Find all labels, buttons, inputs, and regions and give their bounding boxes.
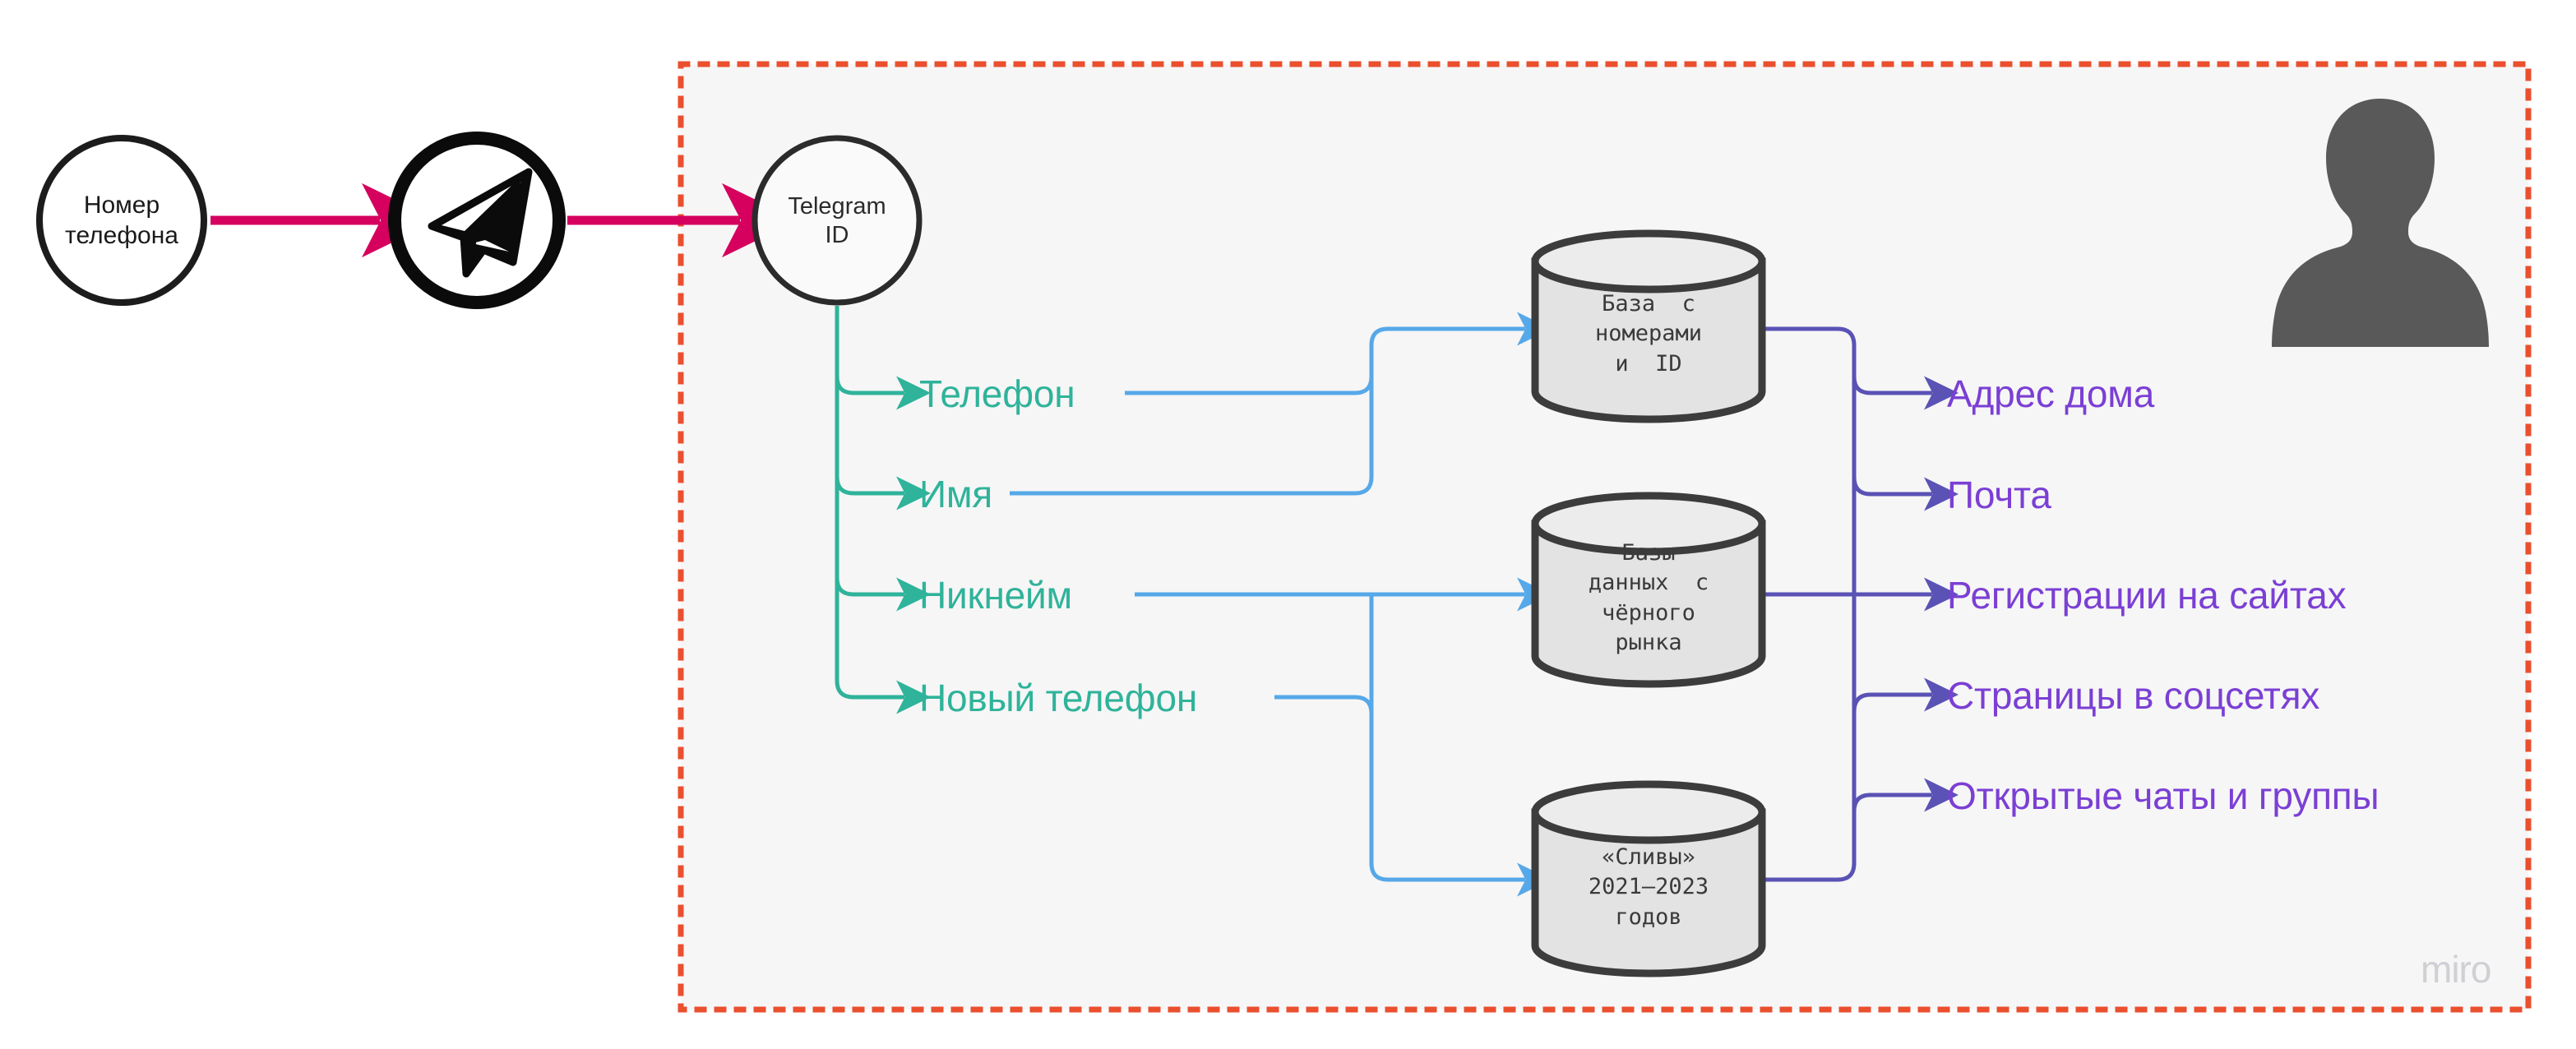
- output-label-mail[interactable]: Почта: [1947, 474, 2051, 516]
- green-branch-2: [835, 476, 931, 511]
- telegram-id-node[interactable]: [752, 135, 923, 306]
- telegram-paper-plane-icon: [428, 168, 533, 278]
- phone-number-node[interactable]: [36, 135, 207, 306]
- output-label-home-address[interactable]: Адрес дома: [1947, 372, 2155, 415]
- green-branch-4: [835, 306, 931, 714]
- output-label-open-chats[interactable]: Открытые чаты и группы: [1947, 774, 2379, 817]
- output-label-site-registrations[interactable]: Регистрации на сайтах: [1947, 574, 2347, 617]
- database-cylinder-2[interactable]: [1531, 492, 1766, 688]
- database-cylinder-3[interactable]: [1531, 780, 1766, 977]
- database-cylinder-1[interactable]: [1531, 229, 1766, 423]
- attribute-label-name[interactable]: Имя: [919, 473, 992, 515]
- output-label-social-pages[interactable]: Страницы в соцсетях: [1947, 674, 2320, 717]
- green-branch-1: [835, 376, 931, 410]
- miro-watermark: miro: [2421, 948, 2491, 991]
- green-branch-3: [835, 577, 931, 612]
- attribute-label-phone[interactable]: Телефон: [919, 372, 1075, 415]
- attribute-label-new-phone[interactable]: Новый телефон: [919, 677, 1198, 719]
- blue-link-name: [1010, 345, 1374, 496]
- person-silhouette-avatar: [2272, 99, 2489, 347]
- attribute-label-nickname[interactable]: Никнейм: [919, 574, 1072, 617]
